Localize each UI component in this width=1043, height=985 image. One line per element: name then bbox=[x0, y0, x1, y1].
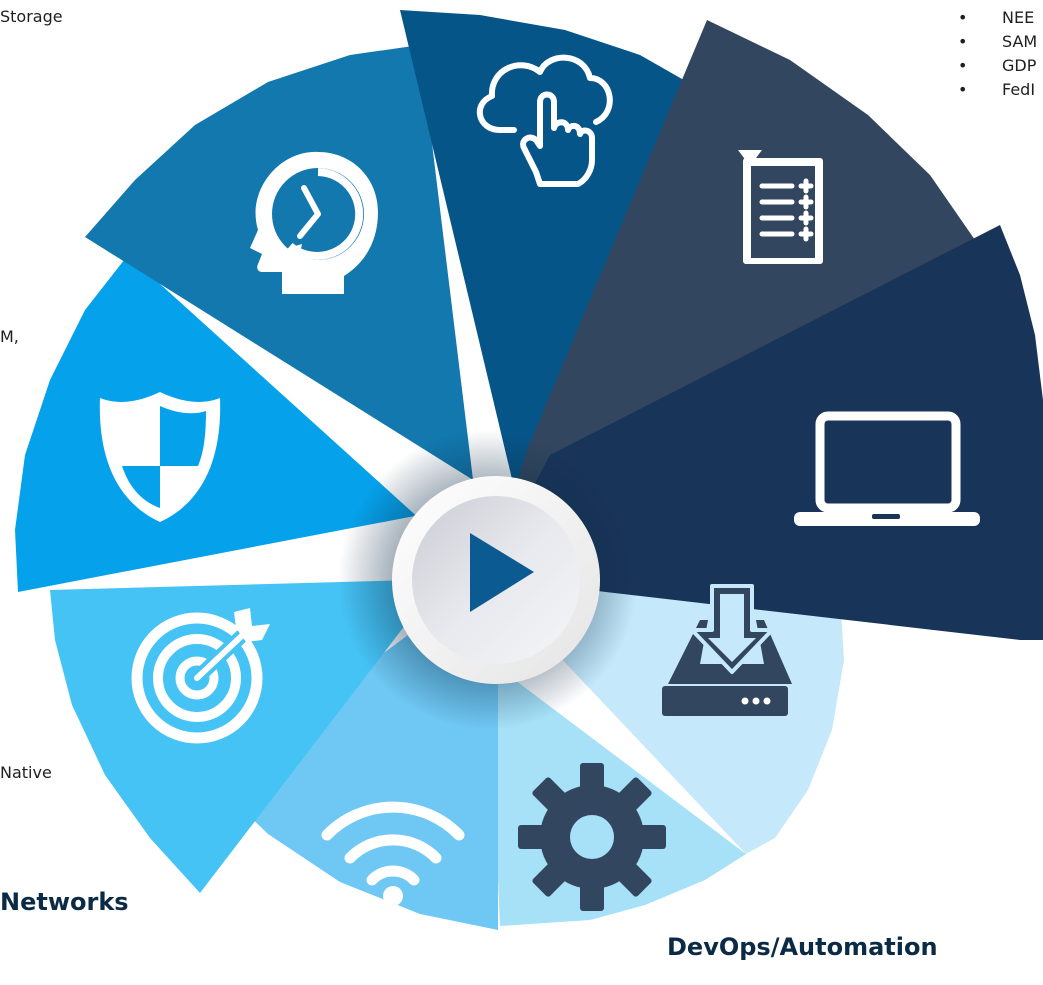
segment-head-clock bbox=[85, 45, 505, 578]
networks-heading: Networks bbox=[0, 888, 129, 916]
wifi-dot bbox=[383, 886, 403, 906]
list-item: NEE bbox=[958, 6, 1037, 30]
list-item: GDP bbox=[958, 54, 1037, 78]
devops-heading: DevOps/Automation bbox=[667, 933, 938, 961]
wifi-icon bbox=[321, 801, 465, 886]
storage-text: Storage bbox=[0, 7, 63, 26]
shield-icon bbox=[99, 392, 221, 522]
gear-icon bbox=[518, 763, 666, 911]
laptop-icon bbox=[794, 411, 980, 526]
head-clock-icon bbox=[250, 151, 378, 294]
iam-text: M, bbox=[0, 327, 19, 346]
compliance-list: NEE SAM GDP FedI bbox=[958, 6, 1037, 102]
cloud-touch-icon bbox=[476, 54, 613, 187]
segment-cloud-touch bbox=[400, 10, 710, 578]
play-icon bbox=[470, 533, 534, 612]
native-text: Native bbox=[0, 763, 52, 782]
download-drive-icon bbox=[662, 584, 792, 716]
list-item: SAM bbox=[958, 30, 1037, 54]
target-icon bbox=[131, 608, 270, 744]
checklist-icon bbox=[738, 150, 823, 264]
list-item: FedI bbox=[958, 78, 1037, 102]
play-button[interactable] bbox=[392, 476, 600, 684]
